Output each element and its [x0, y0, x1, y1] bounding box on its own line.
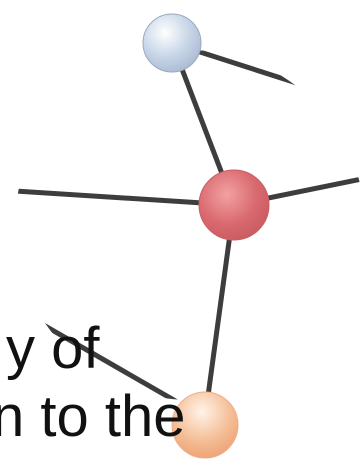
text-fragment-line-2: n to the [0, 388, 185, 446]
text-fragment-line-1: y of [6, 320, 100, 378]
edge-top-to-right [172, 43, 362, 104]
top-node [143, 14, 201, 72]
hub-node [199, 170, 269, 240]
